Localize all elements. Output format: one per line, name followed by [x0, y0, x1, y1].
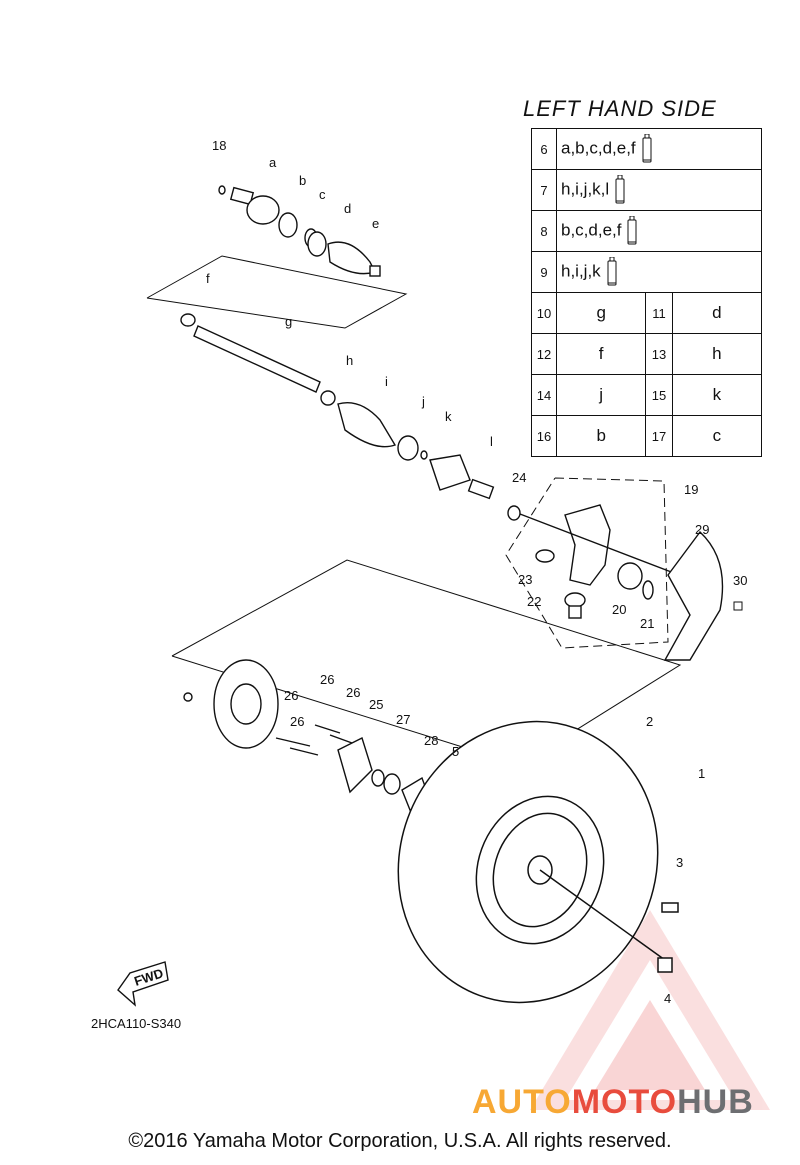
callout-29: 29 [695, 522, 709, 537]
legend-number: 15 [645, 374, 673, 416]
wheel-tire [397, 720, 679, 1004]
callout-26: 26 [290, 714, 304, 729]
shaft-frame [146, 255, 408, 329]
callout-l: l [490, 434, 493, 449]
legend-number: 7 [531, 169, 557, 211]
watermark-text: AUTOMOTOHUB [472, 1083, 754, 1121]
legend-number: 14 [531, 374, 557, 416]
diagram-code: 2HCA110-S340 [91, 1016, 182, 1031]
legend-number: 17 [645, 415, 673, 457]
callout-18: 18 [212, 138, 226, 153]
callout-25: 25 [369, 697, 383, 712]
legend-number: 16 [531, 415, 557, 457]
drive-shaft [180, 313, 495, 500]
legend-value: g [555, 292, 647, 334]
callout-b: b [299, 173, 306, 188]
legend-number: 11 [645, 292, 673, 334]
callout-1: 1 [698, 766, 705, 781]
fwd-arrow-icon: FWD [117, 961, 169, 1007]
legend-letters: a,b,c,d,e,f [561, 138, 636, 158]
watermark-logo-icon [530, 910, 770, 1110]
callout-20: 20 [612, 602, 626, 617]
wheel-frame [171, 559, 682, 766]
callout-a: a [269, 155, 277, 170]
callout-h: h [346, 353, 353, 368]
legend-value: d [671, 292, 763, 334]
callout-26: 26 [346, 685, 360, 700]
callout-4: 4 [664, 991, 671, 1006]
legend-letters: h,i,j,k [561, 261, 601, 281]
callout-26: 26 [320, 672, 334, 687]
page-title: LEFT HAND SIDE [523, 96, 717, 121]
grease-tube-icon [601, 257, 617, 286]
callout-19: 19 [684, 482, 698, 497]
brake-disc-hub [183, 659, 431, 817]
copyright-text: ©2016 Yamaha Motor Corporation, U.S.A. A… [128, 1130, 672, 1152]
legend-value: c [671, 415, 763, 457]
legend-value: f [555, 333, 647, 375]
legend-number: 6 [531, 128, 557, 170]
callout-k: k [445, 409, 452, 424]
callout-26: 26 [284, 688, 298, 703]
callout-5: 5 [452, 744, 459, 759]
callout-3: 3 [676, 855, 683, 870]
bolt-30 [733, 601, 743, 611]
callout-2: 2 [646, 714, 653, 729]
callout-g: g [285, 314, 292, 329]
legend-number: 10 [531, 292, 557, 334]
grease-tube-icon [609, 175, 625, 204]
legend-number: 8 [531, 210, 557, 252]
grease-tube-icon [636, 134, 652, 163]
legend-number: 12 [531, 333, 557, 375]
callout-28: 28 [424, 733, 438, 748]
callout-23: 23 [518, 572, 532, 587]
legend-value: j [555, 374, 647, 416]
callout-e: e [372, 216, 379, 231]
callout-22: 22 [527, 594, 541, 609]
callout-i: i [385, 374, 388, 389]
guard-plate [663, 530, 724, 661]
callout-c: c [319, 187, 326, 202]
legend-number: 9 [531, 251, 557, 293]
grease-tube-icon [621, 216, 637, 245]
legend-letters: h,i,j,k,l [561, 179, 610, 199]
legend-number: 13 [645, 333, 673, 375]
outer-boot-assembly [218, 185, 381, 277]
callout-27: 27 [396, 712, 410, 727]
legend-value: b [555, 415, 647, 457]
knuckle-assembly [507, 504, 701, 619]
callout-f: f [206, 271, 210, 286]
legend-value: k [671, 374, 763, 416]
legend-letters: b,c,d,e,f [561, 220, 622, 240]
legend-value: h [671, 333, 763, 375]
callout-30: 30 [733, 573, 747, 588]
callout-24: 24 [512, 470, 526, 485]
callout-labels: 18abcdefghijkl24192930232220212626262625… [206, 138, 747, 1006]
callout-21: 21 [640, 616, 654, 631]
callout-d: d [344, 201, 351, 216]
callout-j: j [421, 394, 425, 409]
